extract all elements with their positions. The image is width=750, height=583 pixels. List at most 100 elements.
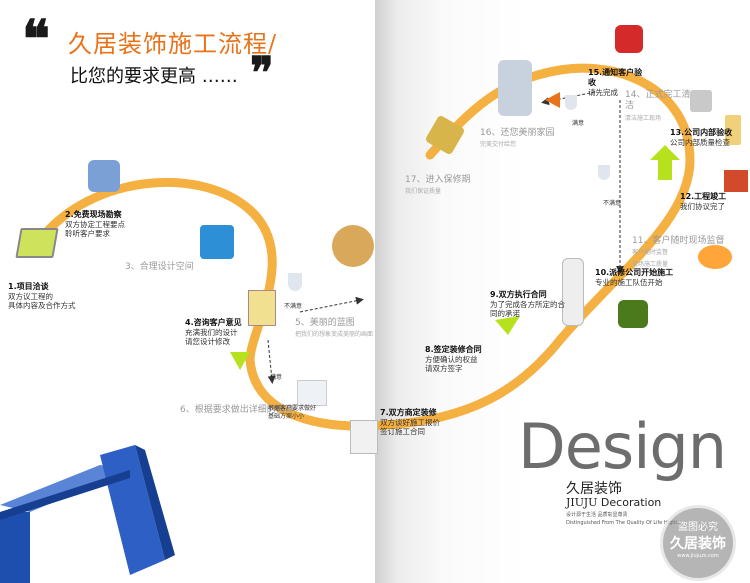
step-8-desc1: 方便确认的权益	[425, 355, 478, 364]
step-13-title: 13.公司内部验收	[670, 128, 733, 137]
step-10-desc1: 专业的施工队伍开始	[595, 278, 663, 287]
design-wordmark: Design	[518, 410, 727, 483]
step-6-title: 6、根据要求做出详细的概算	[180, 405, 294, 415]
bucket-icon	[690, 90, 712, 112]
step-1-title: 1.项目洽谈	[8, 282, 49, 291]
brand-cn-name: 久居装饰	[566, 481, 622, 497]
easel-icon	[248, 290, 276, 326]
laptop-icon	[15, 228, 59, 258]
step-15: 15.通知客户验收 请先完成	[588, 68, 648, 97]
step-2-desc2: 聆听客户要求	[65, 229, 110, 239]
branch-disagree-right: 不满意	[603, 200, 622, 207]
step-7-desc2: 签订施工合同	[380, 427, 425, 437]
step-15-desc1: 请先完成	[588, 88, 618, 97]
step-7-desc1: 双方谈好施工报价	[380, 418, 440, 427]
step-14-title: 14、正式完工清洁	[625, 90, 691, 112]
brand-en-suffix: Decoration	[600, 496, 662, 509]
step-11-desc2: 现场施工质量	[632, 260, 669, 268]
step-14: 14、正式完工清洁 清洁施工现场	[625, 90, 695, 124]
step-17-title: 17、进入保修期	[405, 175, 471, 185]
step-12-desc1: 我们协议完了	[680, 202, 725, 211]
step-11-title: 11、客户随时现场监督	[632, 236, 725, 246]
step-16-desc1: 完美交付给您	[480, 141, 517, 149]
step-17: 17、进入保修期 我们保证质量	[405, 175, 485, 198]
step-5: 5、美丽的蓝图 把我们的想象变成美丽的画面	[295, 318, 385, 341]
orange-arrow-top	[545, 92, 560, 108]
step-9-title: 9.双方执行合同	[490, 290, 547, 299]
step-1-desc2: 具体内容及合作方式	[8, 301, 76, 311]
dashed-arrow-5	[299, 296, 364, 313]
step-12-title: 12.工程竣工	[680, 192, 727, 201]
paint-cans-icon	[698, 245, 732, 269]
documents-icon	[297, 380, 327, 406]
step-6-desc2: 基础方案小小	[268, 412, 305, 420]
dashed-arrow-left-down	[267, 339, 276, 384]
step-4: 4.咨询客户意见 充满我们的设计 请您设计修改	[185, 318, 265, 347]
step-11: 11、客户随时现场监督 客户随时监督 现场施工质量	[632, 236, 742, 270]
step-16-title: 16、还您美丽家园	[480, 128, 555, 138]
step-1: 1.项目洽谈 双方议工程的 具体内容及合作方式	[8, 282, 88, 311]
shield-icon-left	[288, 273, 302, 291]
step-6-desc: 根据客户要求做好 基础方案小小	[268, 405, 338, 420]
brand-en-name: JIUJU Decoration	[566, 496, 661, 509]
step-5-desc1: 把我们的想象变成美丽的画面	[295, 331, 374, 339]
step-2-title: 2.免费现场勘察	[65, 210, 122, 219]
step-4-desc2: 请您设计修改	[185, 337, 230, 347]
green-arrow-4	[230, 352, 250, 370]
step-4-title: 4.咨询客户意见	[185, 318, 242, 327]
contract-icon	[350, 420, 378, 454]
cup-icon	[725, 115, 741, 145]
green-arrow-8	[495, 316, 520, 335]
branch-agree-left: 满意	[270, 374, 283, 381]
step-3: 3、合理设计空间	[125, 262, 205, 273]
step-10-title: 10.派修公司开始施工	[595, 268, 674, 277]
step-6: 6、根据要求做出详细的概算	[180, 405, 300, 416]
blue-block-graphic	[0, 445, 175, 583]
step-12: 12.工程竣工 我们协议完了	[680, 192, 745, 211]
step-8-desc2: 请双方签字	[425, 364, 463, 374]
brand-tagline-cn: 设计源于生活 品质彰显尊贵	[566, 512, 628, 518]
brand-en-prefix: JIUJU	[566, 496, 598, 509]
brand-tagline-en: Distinguished From The Quality Of Life H…	[566, 520, 682, 526]
left-process-arc	[35, 177, 390, 431]
page-subtitle: 比您的要求更高 ……	[70, 66, 238, 87]
step-1-desc1: 双方议工程的	[8, 292, 53, 301]
phone-icon	[615, 25, 643, 53]
step-11-desc1: 客户随时监督	[632, 249, 669, 257]
step-9: 9.双方执行合同 为了完成各方所定的合同的承诺	[490, 290, 570, 319]
step-6-desc1: 根据客户要求做好	[268, 405, 317, 412]
step-2-desc1: 双方协定工程要点	[65, 220, 125, 229]
step-9-desc1: 为了完成各方所定的合同的承诺	[490, 300, 565, 319]
green-arrow-13	[650, 145, 680, 180]
close-quote-icon: ❞	[250, 48, 274, 99]
shield-icon-right	[598, 165, 610, 180]
step-10: 10.派修公司开始施工 专业的施工队伍开始	[595, 268, 685, 287]
palette-icon	[332, 225, 374, 267]
watermark-line1: 盗图必究	[678, 522, 718, 533]
step-7-title: 7.双方商定装修	[380, 408, 437, 417]
step-16: 16、还您美丽家园 完美交付给您	[480, 128, 570, 151]
floorplan-icon	[200, 225, 234, 259]
watermark-line2: 久居装饰	[670, 536, 726, 552]
watermark-badge: 盗图必究 久居装饰 www.jiujuzs.com	[660, 505, 736, 581]
step-4-desc1: 充满我们的设计	[185, 328, 238, 337]
shield-icon-top	[565, 95, 577, 110]
step-17-desc1: 我们保证质量	[405, 188, 442, 196]
branch-disagree-left: 不满意	[284, 303, 303, 310]
step-15-title: 15.通知客户验收	[588, 68, 643, 87]
house-icon	[724, 170, 748, 192]
engineer-icon	[562, 258, 584, 326]
step-13: 13.公司内部验收 公司内部质量检查	[670, 128, 740, 147]
step-8: 8.签定装修合同 方便确认的权益 请双方签字	[425, 345, 505, 374]
watermark-line3: www.jiujuzs.com	[677, 553, 719, 559]
page-title: 久居装饰施工流程/	[68, 30, 278, 58]
handshake-people-icon	[498, 60, 532, 116]
bulldozer-icon	[618, 300, 648, 328]
step-5-title: 5、美丽的蓝图	[295, 318, 355, 328]
step-2: 2.免费现场勘察 双方协定工程要点 聆听客户要求	[65, 210, 155, 239]
step-3-title: 3、合理设计空间	[125, 262, 194, 272]
step-14-desc1: 清洁施工现场	[625, 114, 662, 122]
step-8-title: 8.签定装修合同	[425, 345, 482, 354]
